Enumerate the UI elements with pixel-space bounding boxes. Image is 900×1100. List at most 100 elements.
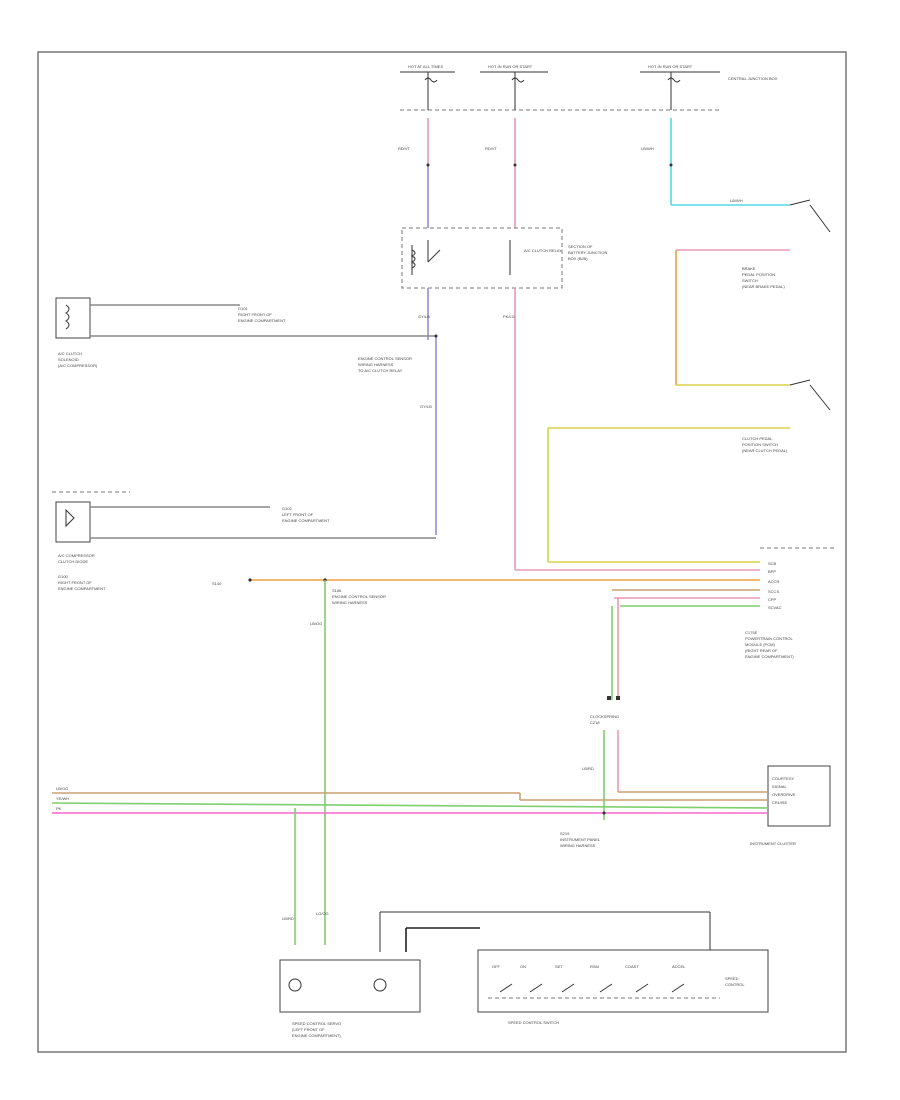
svg-text:SET: SET	[555, 964, 563, 969]
svg-text:(LEFT FRONT OF: (LEFT FRONT OF	[292, 1027, 325, 1032]
svg-text:ENGINE CONTROL SENSOR: ENGINE CONTROL SENSOR	[332, 594, 386, 599]
fuse-icon	[511, 77, 525, 83]
instrument-cluster: COURTESY SIGNAL OVERDRIVE CRUISE INSTRUM…	[51, 765, 831, 848]
svg-text:SOLENOID: SOLENOID	[58, 357, 79, 362]
svg-text:(A/C COMPRESSOR): (A/C COMPRESSOR)	[58, 363, 98, 368]
svg-text:ON: ON	[520, 964, 526, 969]
svg-text:S166: S166	[332, 588, 342, 593]
svg-text:C175E: C175E	[745, 630, 758, 635]
svg-text:OVERDRIVE: OVERDRIVE	[772, 792, 796, 797]
speed-control-servo: SPEED CONTROL SERVO (LEFT FRONT OF ENGIN…	[279, 808, 421, 1038]
svg-text:A/C CLUTCH: A/C CLUTCH	[58, 351, 82, 356]
svg-text:G101: G101	[238, 306, 249, 311]
svg-text:CLUTCH PEDAL: CLUTCH PEDAL	[742, 436, 773, 441]
svg-text:GY/LB: GY/LB	[420, 404, 432, 409]
svg-text:S140: S140	[212, 581, 222, 586]
svg-text:INSTRUMENT CLUSTER: INSTRUMENT CLUSTER	[750, 841, 796, 846]
svg-text:WIRING HARNESS: WIRING HARNESS	[560, 843, 596, 848]
fuse-label-3: HOT IN RUN OR START	[648, 64, 693, 69]
svg-text:SPEED: SPEED	[725, 976, 739, 981]
clockspring: CLOCKSPRING C218 LB/RD	[582, 598, 620, 820]
splice-labels: ENGINE CONTROL SENSOR WIRING HARNESS TO …	[358, 334, 438, 535]
svg-text:LB/WH: LB/WH	[730, 198, 743, 203]
svg-text:SPEED CONTROL SWITCH: SPEED CONTROL SWITCH	[508, 1020, 559, 1025]
svg-text:A/C COMPRESSOR: A/C COMPRESSOR	[58, 553, 95, 558]
svg-text:RD/VT: RD/VT	[398, 146, 411, 151]
speed-control-switch: OFF ON SET RSM COAST ACCEL SPEED CONTROL…	[379, 911, 769, 1025]
fuse-panel-label: CENTRAL JUNCTION BOX	[728, 76, 778, 81]
svg-text:(NEAR CLUTCH PEDAL): (NEAR CLUTCH PEDAL)	[742, 448, 788, 453]
svg-text:ACCEL: ACCEL	[672, 964, 686, 969]
fuse-icon	[424, 77, 438, 83]
svg-text:SECTION OF: SECTION OF	[568, 244, 593, 249]
pcm-splice: S140 S166 ENGINE CONTROL SENSOR WIRING H…	[212, 578, 386, 945]
svg-text:LB/OG: LB/OG	[56, 786, 68, 791]
svg-text:PK: PK	[56, 806, 62, 811]
svg-text:SCB: SCB	[768, 561, 777, 566]
svg-text:RIGHT FRONT OF: RIGHT FRONT OF	[58, 580, 92, 585]
pcm-connector: SCB BPP ACCR SCCS CPP SCVAC C175E POWERT…	[250, 547, 835, 659]
svg-text:RIGHT FRONT OF: RIGHT FRONT OF	[238, 312, 272, 317]
svg-text:SPEED CONTROL SERVO: SPEED CONTROL SERVO	[292, 1021, 341, 1026]
svg-text:PEDAL POSITION: PEDAL POSITION	[742, 272, 775, 277]
svg-text:SWITCH: SWITCH	[742, 278, 758, 283]
svg-text:WIRING HARNESS: WIRING HARNESS	[358, 362, 394, 367]
svg-text:ENGINE COMPARTMENT): ENGINE COMPARTMENT)	[292, 1033, 341, 1038]
svg-text:PK/LG: PK/LG	[503, 314, 515, 319]
svg-text:S219: S219	[560, 831, 570, 836]
svg-text:LB/RD: LB/RD	[582, 766, 594, 771]
svg-text:LG/OG: LG/OG	[316, 911, 329, 916]
svg-text:LB/WH: LB/WH	[641, 146, 654, 151]
svg-text:SCVAC: SCVAC	[768, 605, 782, 610]
svg-text:CPP: CPP	[768, 597, 777, 602]
fuse-feeds: RD/VT RD/VT LB/WH	[398, 118, 673, 228]
diagram-frame	[37, 51, 847, 1053]
svg-text:LB/RD: LB/RD	[282, 916, 294, 921]
svg-text:RSM: RSM	[590, 964, 599, 969]
svg-text:LEFT FRONT OF: LEFT FRONT OF	[282, 512, 314, 517]
svg-text:ENGINE COMPARTMENT: ENGINE COMPARTMENT	[58, 586, 106, 591]
svg-text:CLOCKSPRING: CLOCKSPRING	[590, 714, 619, 719]
svg-text:POSITION SWITCH: POSITION SWITCH	[742, 442, 778, 447]
svg-text:(RIGHT REAR OF: (RIGHT REAR OF	[745, 648, 778, 653]
svg-text:SCCS: SCCS	[768, 589, 779, 594]
ac-clutch-relay: A/C CLUTCH RELAY SECTION OF BATTERY JUNC…	[401, 227, 607, 570]
svg-text:CRUISE: CRUISE	[772, 800, 787, 805]
svg-text:ENGINE COMPARTMENT: ENGINE COMPARTMENT	[282, 518, 330, 523]
fuse-label-2: HOT IN RUN OR START	[488, 64, 533, 69]
svg-text:GY/LB: GY/LB	[418, 314, 430, 319]
svg-text:ACCR: ACCR	[768, 579, 779, 584]
svg-text:SIGNAL: SIGNAL	[772, 784, 787, 789]
svg-text:BATTERY JUNCTION: BATTERY JUNCTION	[568, 250, 607, 255]
svg-text:LB/OG: LB/OG	[310, 621, 322, 626]
svg-text:TO A/C CLUTCH RELAY: TO A/C CLUTCH RELAY	[358, 368, 403, 373]
ac-compressor-diode: A/C COMPRESSOR CLUTCH DIODE G100 RIGHT F…	[52, 491, 436, 591]
svg-text:WIRING HARNESS: WIRING HARNESS	[332, 600, 368, 605]
svg-text:G100: G100	[58, 574, 69, 579]
svg-text:OFF: OFF	[492, 964, 501, 969]
svg-text:CLUTCH DIODE: CLUTCH DIODE	[58, 559, 88, 564]
fuse-panel: HOT AT ALL TIMES HOT IN RUN OR START HOT…	[400, 64, 778, 111]
ac-clutch-solenoid: A/C CLUTCH SOLENOID (A/C COMPRESSOR) G10…	[55, 297, 436, 368]
svg-text:(NEAR BRAKE PEDAL): (NEAR BRAKE PEDAL)	[742, 284, 785, 289]
svg-text:BOX (BJB): BOX (BJB)	[568, 256, 588, 261]
clutch-pedal-switch: CLUTCH PEDAL POSITION SWITCH (NEAR CLUTC…	[547, 379, 831, 562]
svg-text:COAST: COAST	[625, 964, 639, 969]
svg-text:BRAKE: BRAKE	[742, 266, 756, 271]
svg-text:RD/VT: RD/VT	[485, 146, 498, 151]
svg-text:YE/WH: YE/WH	[56, 796, 69, 801]
svg-text:ENGINE COMPARTMENT: ENGINE COMPARTMENT	[238, 318, 286, 323]
relay-label: A/C CLUTCH RELAY	[524, 248, 562, 253]
brake-pedal-switch: LB/WH BRAKE PEDAL POSITION SWITCH (NEAR …	[671, 198, 831, 385]
svg-text:MODULE (PCM): MODULE (PCM)	[745, 642, 775, 647]
svg-text:C218: C218	[590, 720, 600, 725]
fuse-icon	[667, 77, 681, 83]
svg-text:ENGINE COMPARTMENT): ENGINE COMPARTMENT)	[745, 654, 794, 659]
svg-text:POWERTRAIN CONTROL: POWERTRAIN CONTROL	[745, 636, 793, 641]
svg-text:ENGINE CONTROL SENSOR: ENGINE CONTROL SENSOR	[358, 356, 412, 361]
svg-text:INSTRUMENT PANEL: INSTRUMENT PANEL	[560, 837, 601, 842]
svg-text:G102: G102	[282, 506, 293, 511]
svg-text:COURTESY: COURTESY	[772, 776, 794, 781]
svg-text:CONTROL: CONTROL	[725, 982, 745, 987]
